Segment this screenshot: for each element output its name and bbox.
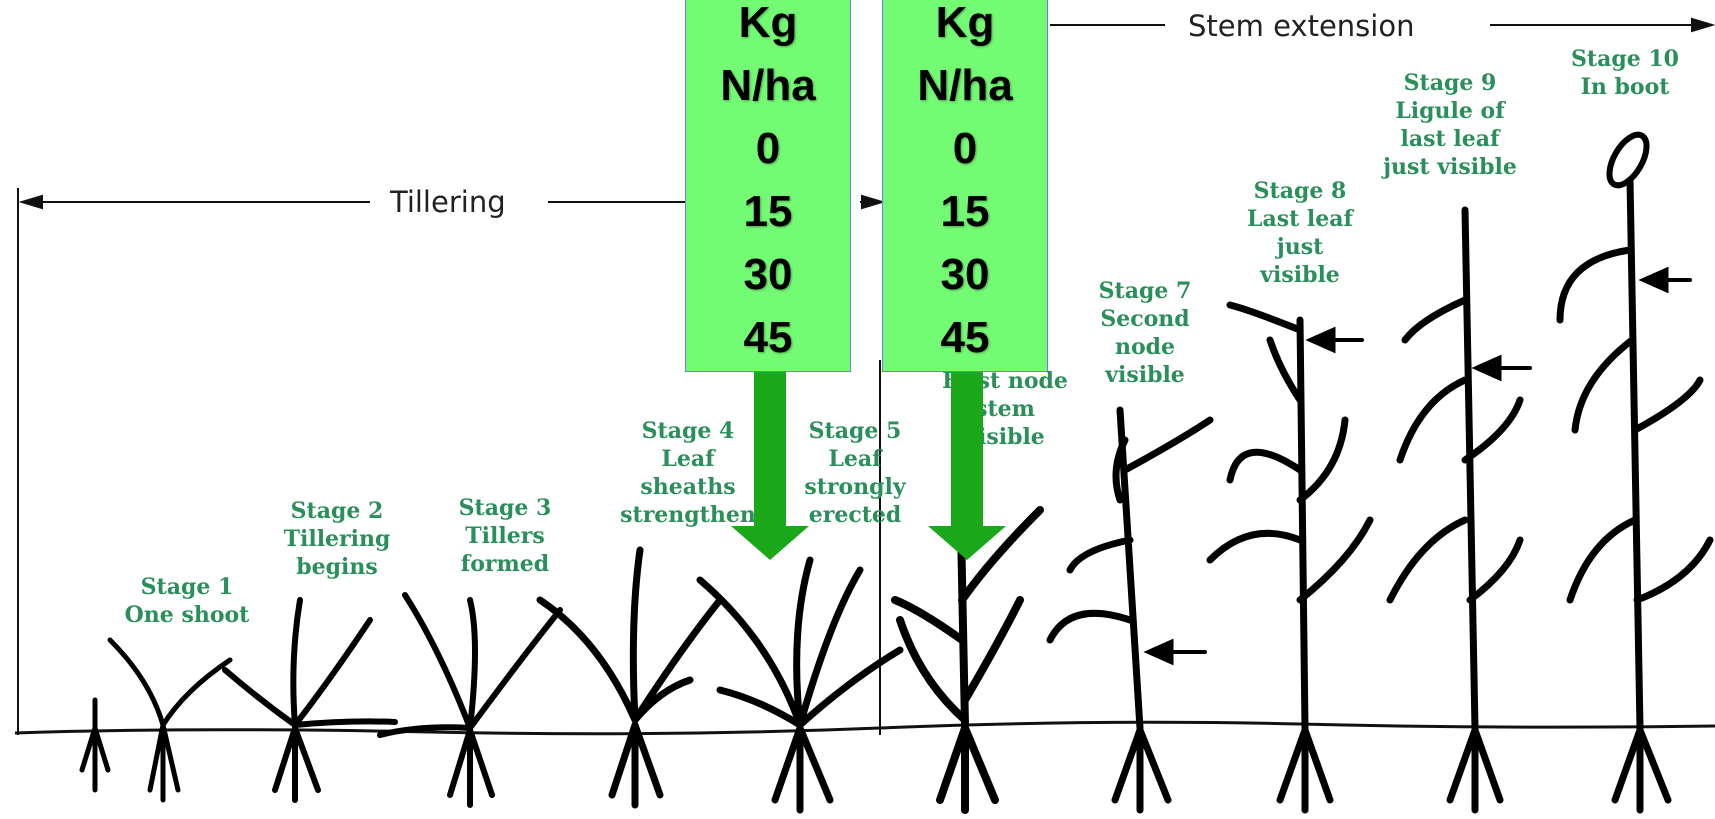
n-rate-value: 15 xyxy=(743,187,793,236)
n-rate-unit-nha: N/ha xyxy=(917,61,1013,110)
plant-stage-4 xyxy=(536,546,724,809)
n-rate-unit-nha: N/ha xyxy=(720,61,816,110)
svg-text:visible: visible xyxy=(1259,262,1340,288)
tillering-bracket xyxy=(17,188,688,735)
ground-line xyxy=(14,720,1715,736)
svg-text:Tillers: Tillers xyxy=(465,523,544,549)
stage-label-4: Stage 4 Leaf sheaths strengthen xyxy=(620,418,756,528)
n-rate-value: 30 xyxy=(743,250,793,299)
svg-text:Second: Second xyxy=(1100,306,1189,332)
stage-label-8: Stage 8 Last leaf just visible xyxy=(1247,178,1355,288)
svg-text:Stage 7: Stage 7 xyxy=(1099,278,1192,304)
n-rate-unit-kg: Kg xyxy=(738,0,798,47)
svg-text:node: node xyxy=(1115,334,1175,360)
svg-text:Stage 3: Stage 3 xyxy=(459,495,552,521)
svg-text:strengthen: strengthen xyxy=(620,502,756,528)
plant-stage-7 xyxy=(1046,406,1214,814)
n-rate-value: 0 xyxy=(952,124,978,173)
svg-text:Stage 1: Stage 1 xyxy=(141,574,234,600)
svg-text:formed: formed xyxy=(461,551,549,577)
n-rate-value: 30 xyxy=(940,250,990,299)
svg-text:Stage 8: Stage 8 xyxy=(1254,178,1347,204)
svg-text:Ligule of: Ligule of xyxy=(1395,98,1506,124)
stem-extension-label: Stem extension xyxy=(1188,9,1414,43)
plant-stage-1 xyxy=(79,637,233,803)
plant-stage-2 xyxy=(222,597,398,803)
stage-label-9: Stage 9 Ligule of last leaf just visible xyxy=(1381,70,1517,180)
svg-text:In boot: In boot xyxy=(1581,74,1671,100)
stem-extension-bracket xyxy=(860,17,1715,735)
svg-text:Stage 10: Stage 10 xyxy=(1571,46,1679,72)
plant-stage-3 xyxy=(377,592,563,808)
plant-stage-9 xyxy=(1386,206,1532,814)
n-rate-box-2: Kg N/ha 0 15 30 45 xyxy=(882,0,1048,372)
n-rate-value: 45 xyxy=(743,313,793,362)
svg-text:visible: visible xyxy=(1104,362,1185,388)
stage-label-7: Stage 7 Second node visible xyxy=(1099,278,1192,388)
svg-text:Leaf: Leaf xyxy=(661,446,716,472)
stage-label-3: Stage 3 Tillers formed xyxy=(459,495,552,577)
svg-text:erected: erected xyxy=(809,502,902,528)
svg-text:stem: stem xyxy=(975,396,1035,422)
n-rate-value: 45 xyxy=(940,313,990,362)
stage-label-5: Stage 5 Leaf strongly erected xyxy=(804,418,907,528)
svg-text:One shoot: One shoot xyxy=(125,602,251,628)
svg-text:Stage 5: Stage 5 xyxy=(809,418,902,444)
svg-text:begins: begins xyxy=(296,554,378,580)
stage-label-2: Stage 2 Tillering begins xyxy=(284,498,391,580)
plant-stage-6 xyxy=(891,476,1044,814)
svg-text:strongly: strongly xyxy=(804,474,907,500)
n-rate-value: 15 xyxy=(940,187,990,236)
stage-label-10: Stage 10 In boot xyxy=(1571,46,1679,100)
n-rate-unit-kg: Kg xyxy=(935,0,995,47)
tillering-label: Tillering xyxy=(389,185,506,219)
svg-text:Stage 2: Stage 2 xyxy=(291,498,384,524)
plant-stage-5 xyxy=(696,556,904,814)
svg-text:Last leaf: Last leaf xyxy=(1247,206,1355,232)
plant-stage-8 xyxy=(1206,301,1374,814)
svg-text:Stage 9: Stage 9 xyxy=(1404,70,1497,96)
fertilizer-arrow-1 xyxy=(731,370,809,560)
svg-text:sheaths: sheaths xyxy=(640,474,735,500)
plant-stage-10 xyxy=(1556,131,1714,814)
svg-text:just: just xyxy=(1275,234,1324,260)
fertilizer-arrow-2 xyxy=(928,370,1006,560)
svg-text:just visible: just visible xyxy=(1381,154,1517,180)
n-rate-box-1: Kg N/ha 0 15 30 45 xyxy=(685,0,851,372)
n-rate-value: 0 xyxy=(755,124,781,173)
svg-text:Tillering: Tillering xyxy=(284,526,391,552)
svg-text:Leaf: Leaf xyxy=(828,446,883,472)
svg-text:last leaf: last leaf xyxy=(1401,126,1501,152)
stage-label-1: Stage 1 One shoot xyxy=(125,574,251,628)
svg-text:Stage 4: Stage 4 xyxy=(642,418,735,444)
